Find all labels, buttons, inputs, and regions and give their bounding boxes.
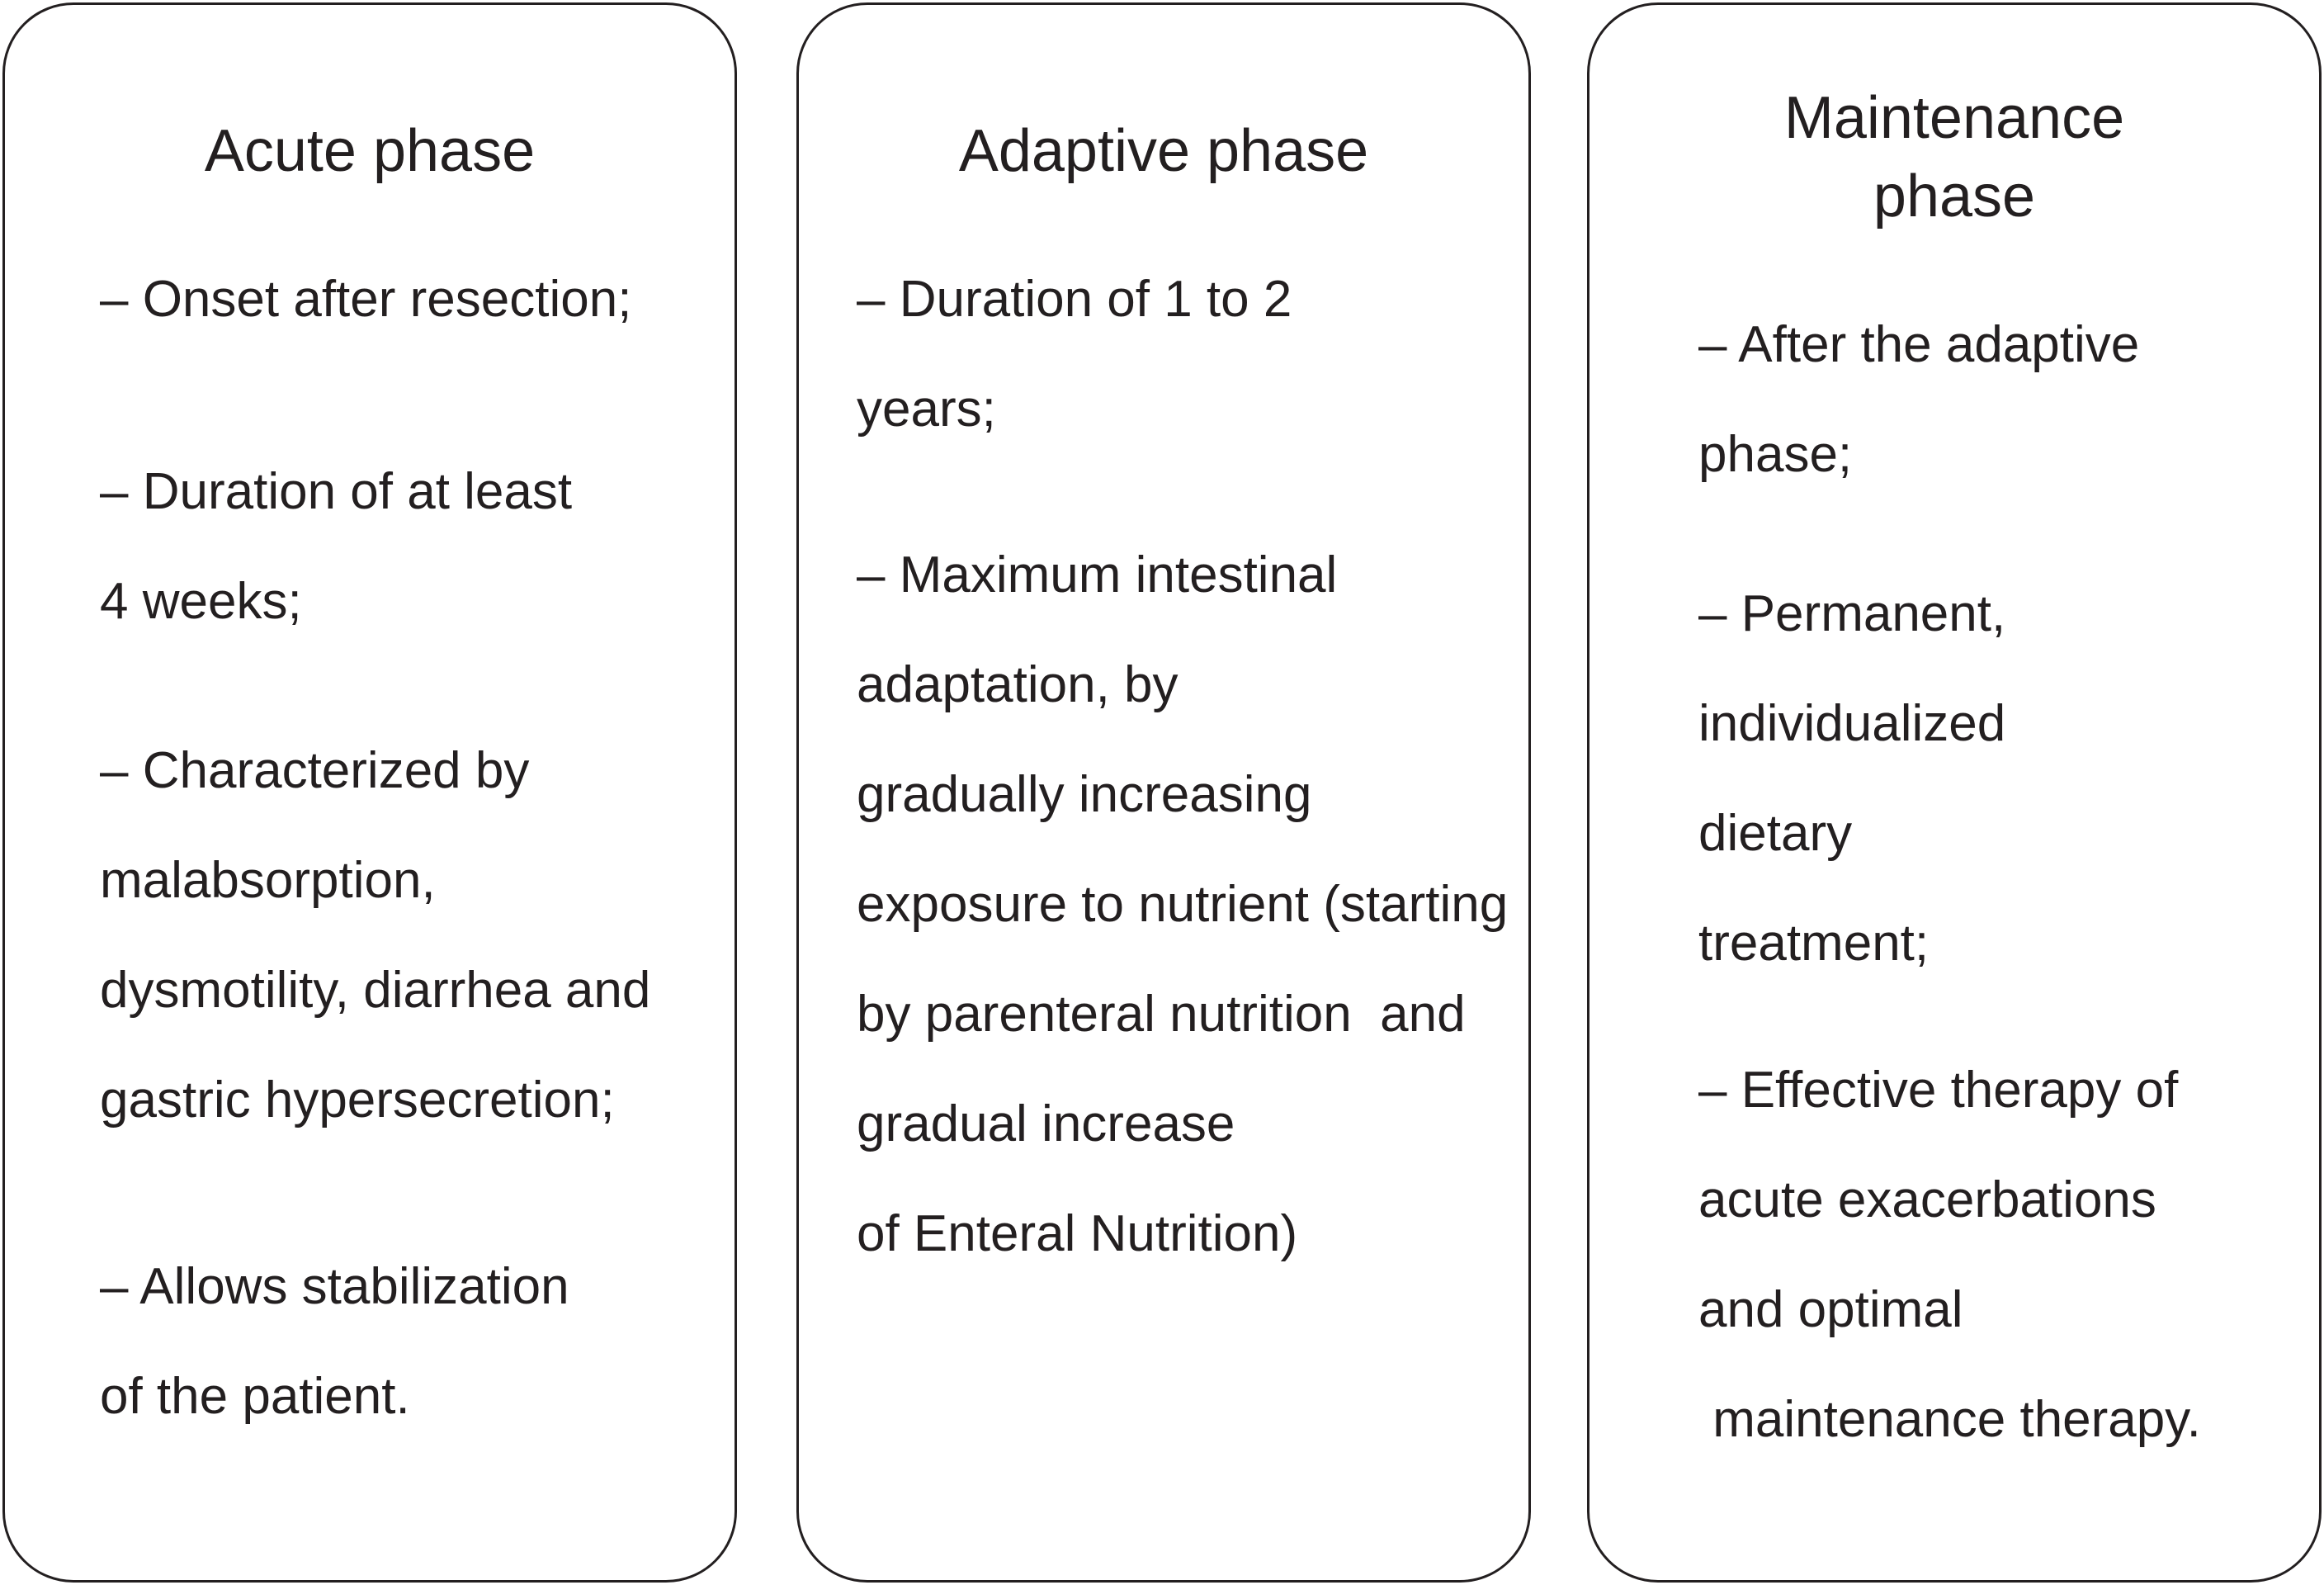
phase-box-adaptive: Adaptive phase – Duration of 1 to 2 year… [796, 2, 1531, 1583]
phase-body-acute: – Onset after resection; – Duration of a… [5, 244, 735, 1451]
phase-line: by parenteral nutrition and [857, 986, 1466, 1043]
phase-line: maintenance therapy. [1698, 1391, 2201, 1448]
phase-line: adaptation, by [857, 656, 1179, 713]
phase-line: exposure to nutrient (starting [857, 876, 1509, 933]
phase-body-maintenance: – After the adaptive phase; – Permanent,… [1589, 290, 2319, 1474]
phase-box-acute: Acute phase – Onset after resection; – D… [2, 2, 737, 1583]
phase-line: malabsorption, [100, 852, 436, 909]
phase-line: – After the adaptive [1698, 316, 2140, 373]
phase-line: dysmotility, diarrhea and [100, 962, 651, 1019]
phase-line: 4 weeks; [100, 573, 302, 630]
phase-line: of the patient. [100, 1368, 410, 1425]
phase-line: of Enteral Nutrition) [857, 1205, 1298, 1262]
phase-line: acute exacerbations [1698, 1171, 2156, 1228]
phase-line: – Maximum intestinal [857, 546, 1338, 603]
phase-title-acute: Acute phase [204, 118, 536, 184]
phase-line: years; [857, 381, 996, 438]
phase-line: gradually increasing [857, 766, 1312, 823]
phase-box-maintenance: Maintenance phase – After the adaptive p… [1587, 2, 2322, 1583]
phase-body-adaptive: – Duration of 1 to 2 years; – Maximum in… [799, 244, 1528, 1289]
phase-line: dietary [1698, 805, 1853, 862]
phase-line: – Duration of 1 to 2 [857, 271, 1292, 328]
phase-title-maintenance: Maintenance phase [1783, 85, 2142, 229]
phase-line: – Permanent, [1698, 585, 2006, 642]
phase-line: – Onset after resection; [100, 271, 632, 328]
phase-line: treatment; [1698, 915, 1930, 972]
phase-line: – Characterized by [100, 742, 530, 799]
phase-line: individualized [1698, 695, 2006, 752]
phase-line: gastric hypersecretion; [100, 1072, 615, 1128]
phase-line: gradual increase [857, 1095, 1235, 1152]
phase-line: – Effective therapy of [1698, 1062, 2179, 1119]
phase-title-adaptive: Adaptive phase [958, 118, 1369, 184]
phase-line: and optimal [1698, 1281, 1963, 1338]
phase-line: – Duration of at least [100, 463, 573, 520]
phase-line: – Allows stabilization [100, 1258, 569, 1315]
phase-line: phase; [1698, 426, 1853, 483]
